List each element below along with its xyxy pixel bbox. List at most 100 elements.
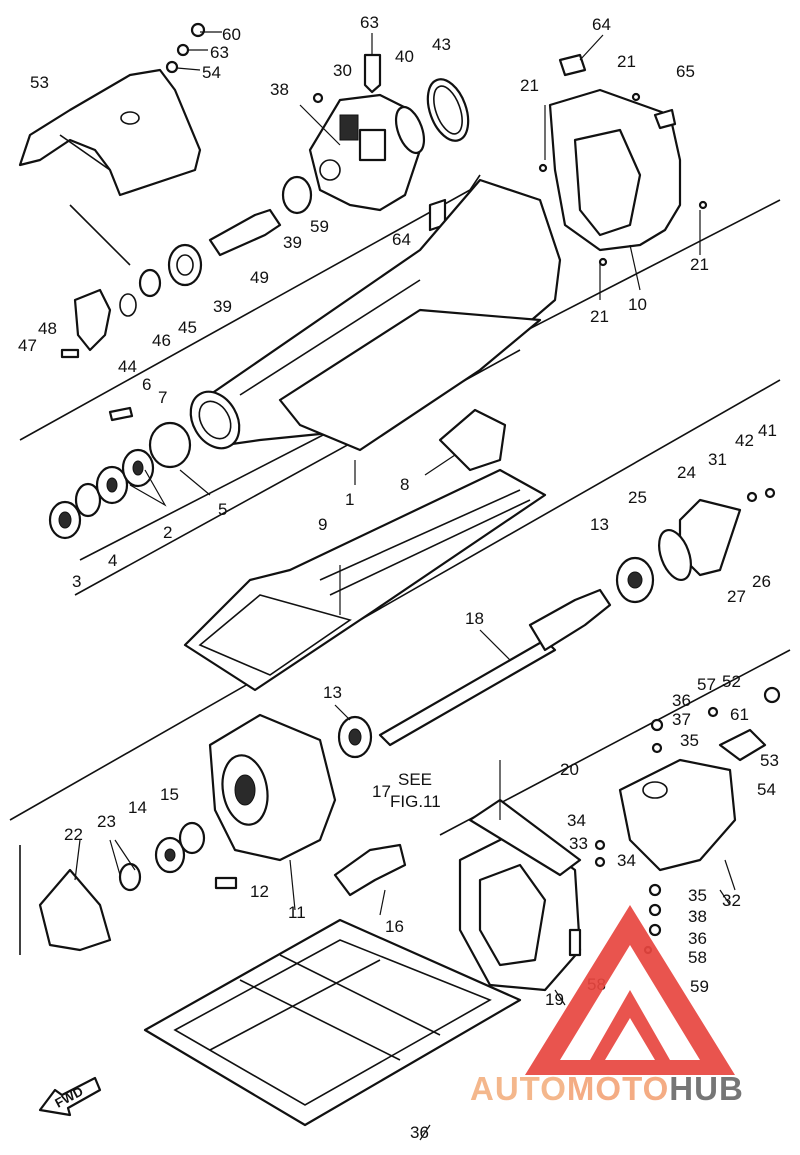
- callout-24: 24: [677, 463, 696, 482]
- callout-25: 25: [628, 488, 647, 507]
- callout-5: 5: [218, 500, 227, 519]
- callout-labels: 60 63 54 53 63 30 40 43 38 64 21 65 21 2…: [18, 13, 779, 1142]
- callout-64-top: 64: [592, 15, 611, 34]
- tunnel-housing-part-1: [189, 178, 562, 452]
- callout-39-b: 39: [213, 297, 232, 316]
- callout-36-b: 38: [688, 907, 707, 926]
- cover-part-50: [18, 68, 202, 197]
- callout-15: 15: [160, 785, 179, 804]
- callout-64-right: 65: [676, 62, 695, 81]
- watermark-auto: AUTO: [470, 1070, 567, 1107]
- warning-triangle-logo: [525, 905, 735, 1075]
- callout-11: 11: [288, 903, 306, 922]
- callout-63-mid: 64: [392, 230, 411, 249]
- rings-40-43: [394, 78, 470, 155]
- callout-40: 40: [395, 47, 414, 66]
- callout-20: 20: [560, 760, 579, 779]
- callout-58: 59: [690, 977, 709, 996]
- plates-part-63: [363, 53, 447, 232]
- callout-46: 46: [152, 331, 171, 350]
- callout-19: 19: [545, 990, 564, 1009]
- callout-47: 47: [18, 336, 37, 355]
- callout-27: 27: [727, 587, 746, 606]
- callout-1: 1: [345, 490, 354, 509]
- callout-30: 32: [722, 891, 741, 910]
- leader-lines: [74, 31, 736, 1141]
- callout-60: 60: [222, 25, 241, 44]
- callout-13-a: 13: [590, 515, 609, 534]
- callout-63-top: 63: [360, 13, 379, 32]
- hose-part-16: [333, 843, 407, 897]
- callout-7: 7: [158, 388, 167, 407]
- callout-21-b: 21: [520, 76, 539, 95]
- watermark-moto: MOTO: [567, 1070, 669, 1107]
- callout-8: 8: [400, 475, 409, 494]
- callout-52: 52: [722, 672, 741, 691]
- intake-housing-part-64: [548, 53, 682, 252]
- callout-35-a: 36: [672, 691, 691, 710]
- callout-32: 34: [617, 851, 636, 870]
- callout-44: 44: [118, 357, 137, 376]
- callout-29: 31: [708, 450, 727, 469]
- callout-59: 59: [310, 217, 329, 236]
- callout-16: 16: [385, 917, 404, 936]
- callout-53: 53: [760, 751, 779, 770]
- callout-50: 53: [30, 73, 49, 92]
- callout-43: 43: [432, 35, 451, 54]
- callout-13-b: 13: [323, 683, 342, 702]
- duct-part-19: [458, 798, 582, 992]
- bearing-stack-left: [48, 406, 192, 540]
- impeller-part-22: [38, 821, 206, 952]
- callout-37: 36: [410, 1123, 429, 1142]
- callout-39-a: 39: [283, 233, 302, 252]
- automotohub-watermark: AUTOMOTOHUB: [470, 905, 744, 1107]
- callout-38: 38: [270, 80, 289, 99]
- callout-21-d: 21: [590, 307, 609, 326]
- callout-28: 30: [333, 61, 352, 80]
- see-note-line1: SEE: [398, 770, 432, 789]
- callout-18: 18: [465, 609, 484, 628]
- callout-3: 3: [72, 572, 81, 591]
- callout-17: 17: [372, 782, 391, 801]
- pump-housing-part-11: [208, 713, 373, 862]
- callout-57: 58: [688, 948, 707, 967]
- callout-42: 42: [735, 431, 754, 450]
- forward-arrow-icon: FWD: [38, 1076, 102, 1117]
- callout-62: 63: [210, 43, 229, 62]
- callout-48: 48: [38, 319, 57, 338]
- callout-14: 14: [128, 798, 147, 817]
- fasteners: [60, 22, 781, 957]
- callout-9: 9: [318, 515, 327, 534]
- svg-text:AUTOMOTOHUB: AUTOMOTOHUB: [470, 1070, 744, 1107]
- callout-55: 57: [697, 675, 716, 694]
- grate-part-37: [143, 918, 522, 1127]
- callout-34-b: 35: [688, 886, 707, 905]
- bearing-housing-part-24: [615, 498, 742, 604]
- callout-2: 2: [163, 523, 172, 542]
- see-note-line2: FIG.11: [390, 792, 441, 811]
- callout-49: 49: [250, 268, 269, 287]
- callout-4: 4: [108, 551, 117, 570]
- callout-23: 23: [97, 812, 116, 831]
- nozzle-part-30: [618, 728, 767, 872]
- callout-54: 54: [757, 780, 776, 799]
- callout-10: 10: [628, 295, 647, 314]
- callout-21-c: 21: [690, 255, 709, 274]
- callout-21-a: 21: [617, 52, 636, 71]
- pump-head-part-38: [308, 93, 422, 212]
- callout-61: 61: [730, 705, 749, 724]
- drive-shaft-part-18: [378, 588, 612, 747]
- plate-part-8: [438, 408, 507, 472]
- callout-6: 6: [142, 375, 151, 394]
- shaft-part-49: [138, 175, 313, 298]
- callout-22: 22: [64, 825, 83, 844]
- callout-33: 34: [567, 811, 586, 830]
- frame-part-9: [183, 468, 547, 692]
- bracket-part-44: [73, 288, 137, 352]
- watermark-hub: HUB: [669, 1070, 744, 1107]
- callout-51: 54: [202, 63, 221, 82]
- callout-31: 33: [569, 834, 588, 853]
- callout-36-a: 37: [672, 710, 691, 729]
- callout-26: 26: [752, 572, 771, 591]
